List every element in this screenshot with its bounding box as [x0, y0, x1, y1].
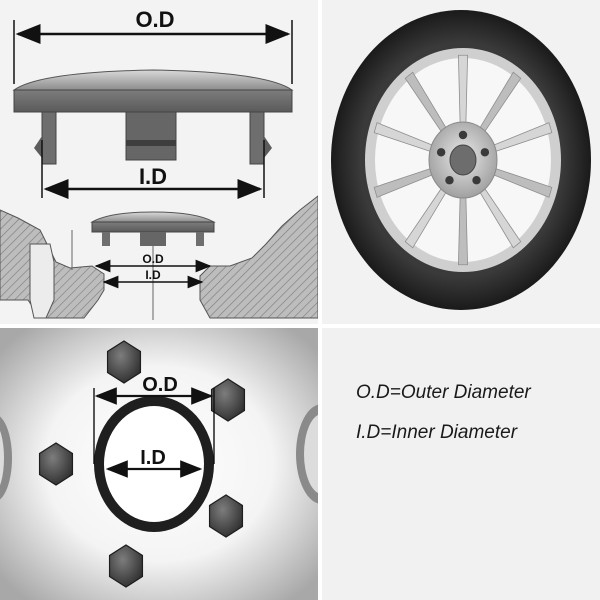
id-dimension-closeup: I.D: [105, 447, 203, 478]
lug-hole: [458, 130, 468, 140]
id-label-closeup: I.D: [140, 447, 166, 469]
legend-inner-diameter: I.D=Inner Diameter: [356, 422, 518, 443]
od-dimension-small: O.D: [94, 252, 212, 273]
lug-holes: [436, 130, 490, 185]
od-label-top: O.D: [135, 7, 174, 32]
cap-profile-panel: O.D I.D: [0, 0, 318, 324]
id-label-small: I.D: [145, 268, 161, 282]
lug-hole: [472, 176, 481, 185]
lug-nut: [106, 340, 142, 384]
lug-hole: [480, 148, 490, 157]
rim-spoke: [457, 54, 469, 125]
cap-profile-diagram: O.D I.D: [0, 7, 318, 320]
wheel-panel: [322, 0, 600, 324]
lug-nut: [38, 442, 74, 486]
lug-nuts: [38, 340, 246, 588]
hub-closeup: O.D I.D: [0, 328, 318, 600]
legend-outer-diameter: O.D=Outer Diameter: [356, 382, 531, 403]
rim-spoke: [457, 195, 469, 266]
legend-panel: O.D=Outer Diameter I.D=Inner Diameter: [322, 328, 600, 600]
center-bore: [449, 144, 477, 176]
wheel: [331, 10, 591, 310]
od-label-closeup: O.D: [142, 374, 178, 396]
panel-divider-horizontal: [0, 324, 600, 328]
panel-divider-vertical: [318, 0, 322, 600]
cap-large: [12, 69, 294, 165]
hub-closeup-panel: O.D I.D: [0, 328, 318, 600]
lug-nut: [108, 544, 144, 588]
od-dimension-top: O.D: [13, 7, 293, 84]
lug-hole: [436, 148, 446, 157]
od-dimension-closeup: O.D: [93, 374, 215, 464]
id-dimension-top: I.D: [41, 140, 265, 199]
od-label-small: O.D: [142, 252, 164, 266]
cap-small: [90, 211, 216, 246]
wheel-illustration: [331, 10, 591, 310]
lug-hole: [445, 176, 454, 185]
id-dimension-small: I.D: [102, 268, 204, 289]
lug-nut: [208, 494, 244, 538]
id-label-top: I.D: [139, 164, 167, 189]
